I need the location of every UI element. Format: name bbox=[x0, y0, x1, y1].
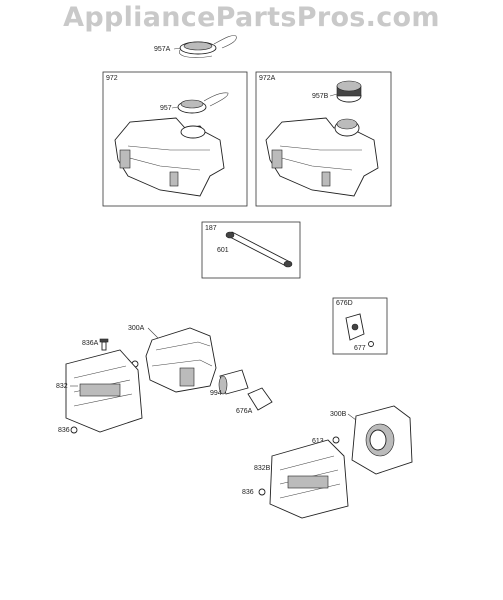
box-972A bbox=[255, 71, 392, 207]
fuel-tank-972A[interactable] bbox=[265, 117, 379, 197]
screw-836A[interactable] bbox=[99, 338, 109, 351]
box-676D bbox=[332, 297, 388, 355]
box-187 bbox=[201, 221, 301, 279]
box-972-label: 972 bbox=[106, 75, 118, 82]
label-601: 601 bbox=[217, 247, 229, 254]
label-957: 957 bbox=[160, 105, 172, 112]
label-832: 832 bbox=[56, 383, 68, 390]
box-187-label: 187 bbox=[205, 225, 217, 232]
fuel-cap-957B[interactable] bbox=[336, 80, 362, 103]
label-677: 677 bbox=[354, 345, 366, 352]
label-994: 994 bbox=[210, 390, 222, 397]
deflector-676A[interactable] bbox=[247, 387, 273, 411]
watermark-logo: AppliancePartsPros.com bbox=[63, 2, 440, 33]
screw-677[interactable] bbox=[368, 341, 374, 347]
label-957B: 957B bbox=[312, 93, 329, 100]
label-300B: 300B bbox=[330, 411, 347, 418]
fuel-line-601[interactable] bbox=[225, 231, 293, 268]
label-836-a: 836 bbox=[58, 427, 70, 434]
label-832B: 832B bbox=[254, 465, 271, 472]
muffler-300A[interactable] bbox=[145, 327, 217, 393]
screw-836-a[interactable] bbox=[70, 426, 78, 434]
label-836A: 836A bbox=[82, 340, 99, 347]
label-957A: 957A bbox=[154, 46, 171, 53]
muffler-300B[interactable] bbox=[351, 405, 413, 475]
label-613-b: 613 bbox=[312, 438, 324, 445]
box-676D-label: 676D bbox=[336, 300, 353, 307]
label-300A: 300A bbox=[128, 325, 145, 332]
label-836-b: 836 bbox=[242, 489, 254, 496]
label-676A: 676A bbox=[236, 408, 253, 415]
gasket-676D[interactable] bbox=[345, 313, 365, 341]
exhaust-pipe-994[interactable] bbox=[218, 369, 249, 395]
box-972 bbox=[102, 71, 248, 207]
fuel-cap-957[interactable] bbox=[177, 92, 229, 114]
box-972A-label: 972A bbox=[259, 75, 276, 82]
screw-613-b[interactable] bbox=[332, 436, 340, 444]
screw-836-b[interactable] bbox=[258, 488, 266, 496]
muffler-guard-832B[interactable] bbox=[269, 439, 349, 519]
muffler-guard-832[interactable] bbox=[65, 349, 143, 433]
fuel-tank-972[interactable] bbox=[114, 117, 225, 197]
fuel-cap-957A[interactable] bbox=[179, 35, 237, 58]
